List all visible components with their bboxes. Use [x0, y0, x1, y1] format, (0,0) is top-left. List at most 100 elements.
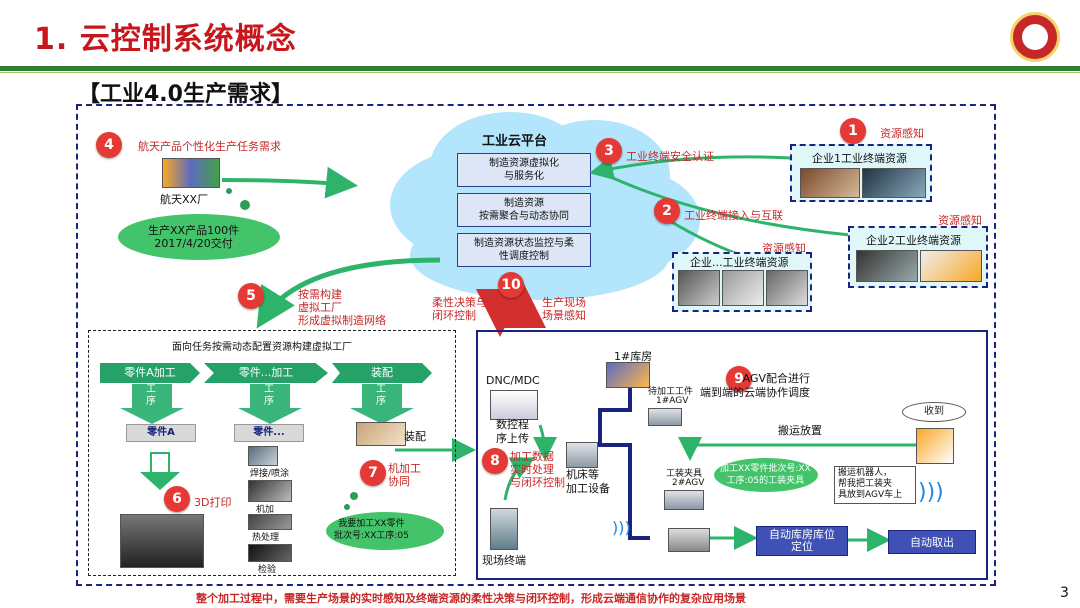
3d-printer-photo [120, 514, 204, 568]
label-order: 生产XX产品100件 2017/4/20交付 [148, 224, 240, 250]
label-move-place: 搬运放置 [778, 424, 822, 437]
marker-1: 1 [840, 118, 866, 144]
auto-take-box: 自动取出 [888, 530, 976, 554]
enterprise-3-photo-a [678, 270, 720, 306]
enterprise-2-label: 企业2工业终端资源 [866, 234, 961, 247]
label-agv1: 1#AGV [656, 396, 689, 406]
marker-6: 6 [164, 486, 190, 512]
enterprise-1-photo-a [800, 168, 860, 198]
header-rule-thin [0, 72, 1080, 73]
enterprise-1-label: 企业1工业终端资源 [812, 152, 907, 165]
marker-10: 10 [498, 272, 524, 298]
wifi-icon-right: ))) [918, 480, 944, 505]
logo-center [1022, 24, 1048, 50]
production-site-panel [476, 330, 988, 580]
thought-dot-large [240, 200, 250, 210]
label-inspect: 检验 [258, 565, 277, 575]
label-machining-collab: 机加工 协同 [388, 462, 421, 488]
label-machine-tool: 机床等 加工设备 [566, 468, 610, 495]
label-dnc: DNC/MDC [486, 374, 540, 387]
machining-photo [248, 480, 292, 502]
cloud-box-aggregation: 制造资源 按需聚合与动态协同 [457, 193, 591, 227]
label-upload: 数控程 序上传 [496, 418, 529, 445]
result-part-other: 零件... [234, 424, 304, 442]
slide-footer: 整个加工过程中，需要生产场景的实时感知及终端资源的柔性决策与闭环控制，形成云端通… [196, 592, 746, 605]
result-part-a: 零件A [126, 424, 196, 442]
label-virtual-factory: 按需构建 虚拟工厂 形成虚拟制造网络 [298, 288, 386, 327]
label-data-processing: 加工数据 实时处理 与闭环控制 [510, 450, 565, 489]
virtual-factory-panel [88, 330, 456, 576]
enterprise-3-photo-b [722, 270, 764, 306]
process-tag-2: 工 序 [264, 384, 274, 407]
robot-photo [916, 428, 954, 464]
label-weld: 焊接/喷涂 [250, 469, 290, 479]
enterprise-1-photo-b [862, 168, 926, 198]
header-rule [0, 66, 1080, 71]
robot-msg-bubble [834, 466, 916, 504]
received-bubble: 收到 [902, 402, 966, 422]
factory-icon [162, 158, 220, 188]
label-3d-print: 3D打印 [194, 496, 232, 509]
storage-rack-photo [668, 528, 710, 552]
enterprise-2-photo-a [856, 250, 918, 282]
enterprise-2-photo-b [920, 250, 982, 282]
marker-2: 2 [654, 198, 680, 224]
label-wait-part: 待加工工件 [648, 387, 694, 397]
wifi-icon-left: ))) [612, 518, 631, 537]
request-bubble [326, 512, 444, 550]
virtual-factory-title: 面向任务按需动态配置资源构建虚拟工厂 [172, 342, 352, 353]
fixture-msg-bubble [714, 458, 818, 492]
step-assembly: 装配 [332, 363, 432, 383]
warehouse-photo [606, 362, 650, 388]
page-number: 3 [1060, 585, 1069, 601]
enterprise-3-label: 企业...工业终端资源 [690, 256, 789, 269]
section-subtitle: 【工业4.0生产需求】 [78, 82, 293, 107]
machine-tool-photo [566, 442, 598, 468]
step-part-a: 零件A加工 [100, 363, 200, 383]
inspect-photo [248, 544, 292, 562]
cloud-platform-title: 工业云平台 [482, 134, 548, 149]
marker-8: 8 [482, 448, 508, 474]
agv1-photo [648, 408, 682, 426]
label-factory: 航天XX厂 [160, 193, 209, 206]
order-bubble [118, 214, 280, 260]
dnc-photo [490, 390, 538, 420]
slide-title: 1. 云控制系统概念 [34, 22, 297, 57]
thought-dot-small [226, 188, 232, 194]
label-robot-msg: 搬运机器人， 帮我把工装夹 具放到AGV车上 [838, 468, 903, 500]
marker-3: 3 [596, 138, 622, 164]
label-fixture-msg: 加工XX零件批次号:XX 工序:05的工装夹具 [720, 464, 811, 486]
enterprise-3-photo-c [766, 270, 808, 306]
label-request: 我要加工XX零件 批次号:XX工序:05 [334, 519, 409, 541]
agv2-photo [664, 490, 704, 510]
marker-5: 5 [238, 283, 264, 309]
label-resource-sensing-2: 资源感知 [938, 214, 982, 227]
label-resource-sensing-1: 资源感知 [880, 127, 924, 140]
label-task-demand: 航天产品个性化生产任务需求 [138, 140, 281, 153]
thought-dot-2b [344, 504, 350, 510]
label-security-auth: 工业终端安全认证 [626, 150, 714, 163]
label-heat: 热处理 [252, 533, 280, 543]
label-assembly: 装配 [404, 430, 426, 443]
label-machining: 机加 [256, 505, 275, 515]
cloud-box-monitoring: 制造资源状态监控与柔 性调度控制 [457, 233, 591, 267]
weld-photo [248, 446, 278, 466]
assembly-photo [356, 422, 406, 446]
marker-9: 9 [726, 366, 752, 392]
warehouse-position-box: 自动库房库位 定位 [756, 526, 848, 556]
label-warehouse: 1#库房 [614, 350, 653, 363]
label-flexible-decision: 柔性决策与 闭环控制 [432, 296, 487, 322]
label-resource-sensing-3: 资源感知 [762, 242, 806, 255]
process-tag-3: 工 序 [376, 384, 386, 407]
process-tag-1: 工 序 [146, 384, 156, 407]
label-terminal: 现场终端 [482, 554, 526, 567]
marker-4: 4 [96, 132, 122, 158]
label-scene-sensing: 生产现场 场景感知 [542, 296, 586, 322]
heat-photo [248, 514, 292, 530]
step-part-other: 零件...加工 [204, 363, 328, 383]
thought-dot-2a [350, 492, 358, 500]
label-agv-coordination: AGV配合进行 端到端的云端协作调度 [700, 372, 810, 399]
label-terminal-access: 工业终端接入与互联 [684, 209, 783, 222]
diagram-frame [76, 104, 996, 586]
